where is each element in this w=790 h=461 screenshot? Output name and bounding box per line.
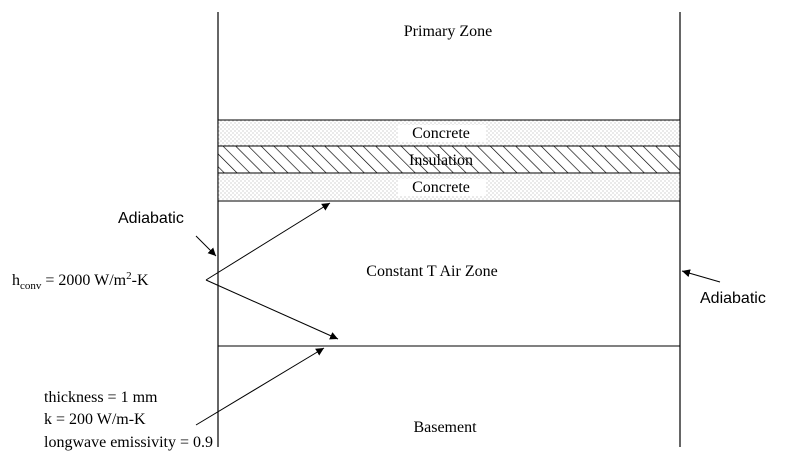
conductivity-label: k = 200 W/m-K — [44, 411, 146, 428]
h-conv-label: hconv = 2000 W/m2-K — [12, 270, 149, 292]
properties-arrow — [195, 347, 325, 426]
h-conv-equals: = 2000 W/m — [41, 272, 126, 289]
concrete-bottom-label: Concrete — [412, 179, 470, 196]
emissivity-label: longwave emissivity = 0.9 — [44, 434, 213, 451]
h-conv-arrow-down — [205, 279, 339, 340]
adiabatic-left-arrow — [195, 235, 217, 257]
h-conv-subscript: conv — [20, 280, 42, 292]
insulation-label: Insulation — [409, 152, 473, 169]
h-conv-arrow-up — [205, 202, 331, 281]
primary-zone-label: Primary Zone — [404, 23, 492, 40]
h-conv-superscript: 2 — [126, 270, 132, 282]
h-conv-base: h — [12, 272, 20, 289]
adiabatic-right-arrow — [681, 269, 721, 283]
h-conv-unit: -K — [132, 272, 149, 289]
adiabatic-right-label: Adiabatic — [700, 290, 766, 307]
insulation-layer — [217, 145, 681, 174]
concrete-top-label: Concrete — [412, 125, 470, 142]
thickness-label: thickness = 1 mm — [44, 389, 158, 406]
air-zone-label: Constant T Air Zone — [366, 263, 497, 280]
adiabatic-left-label: Adiabatic — [118, 210, 184, 227]
basement-label: Basement — [413, 419, 477, 436]
